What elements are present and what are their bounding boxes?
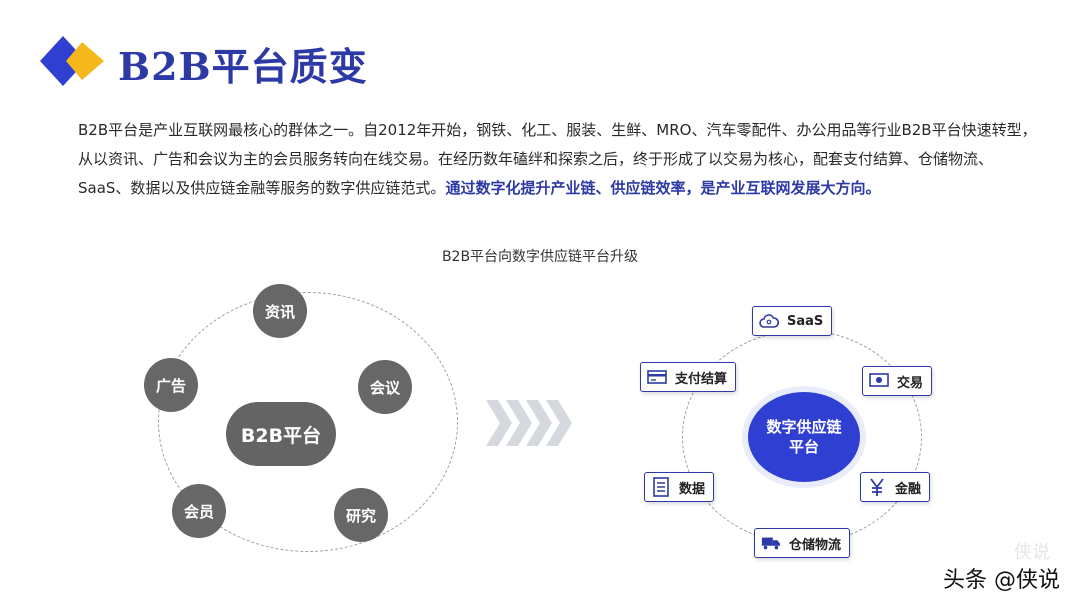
tag-trade-label: 交易 [897,375,924,391]
node-research: 研究 [334,488,388,542]
center-line-2: 平台 [788,438,819,456]
credit-card-icon [647,367,667,387]
chevron-arrows-icon [486,400,572,446]
intro-text: B2B平台是产业互联网最核心的群体之一。自2012年开始，钢铁、化工、服装、生鲜… [78,121,1037,197]
node-ads: 广告 [144,358,198,412]
center-digital-supply-chain: 数字供应链 平台 [748,392,860,482]
tag-logistics-label: 仓储物流 [789,537,842,553]
diagram-title: B2B平台向数字供应链平台升级 [441,249,639,265]
tag-saas: SaaS [752,306,833,336]
tag-finance: 金融 [860,472,931,502]
tag-data: 数据 [644,472,715,502]
tag-logistics: 仓储物流 [754,528,851,558]
watermark-faint: 侠说 [1014,542,1050,563]
document-list-icon [651,477,671,497]
logo-diamond-icon [40,36,104,86]
intro-highlight: 通过数字化提升产业链、供应链效率，是产业互联网发展大方向。 [445,179,881,197]
yen-icon [867,477,887,497]
tag-payment: 支付结算 [640,362,737,392]
tag-data-label: 数据 [679,481,706,497]
node-meeting: 会议 [358,360,412,414]
center-b2b-platform: B2B平台 [226,402,336,466]
cloud-icon [759,311,779,331]
watermark: 头条 @侠说 [943,568,1060,593]
tag-trade: 交易 [862,366,933,396]
truck-icon [761,533,781,553]
tag-saas-label: SaaS [787,313,824,329]
node-info: 资讯 [253,284,307,338]
monitor-icon [869,371,889,391]
tag-finance-label: 金融 [895,481,922,497]
left-dashed-ring [158,292,458,552]
center-line-1: 数字供应链 [766,418,842,436]
node-member: 会员 [172,484,226,538]
tag-payment-label: 支付结算 [675,371,728,387]
intro-paragraph: B2B平台是产业互联网最核心的群体之一。自2012年开始，钢铁、化工、服装、生鲜… [78,116,1038,203]
page-title: B2B平台质变 [118,44,368,89]
